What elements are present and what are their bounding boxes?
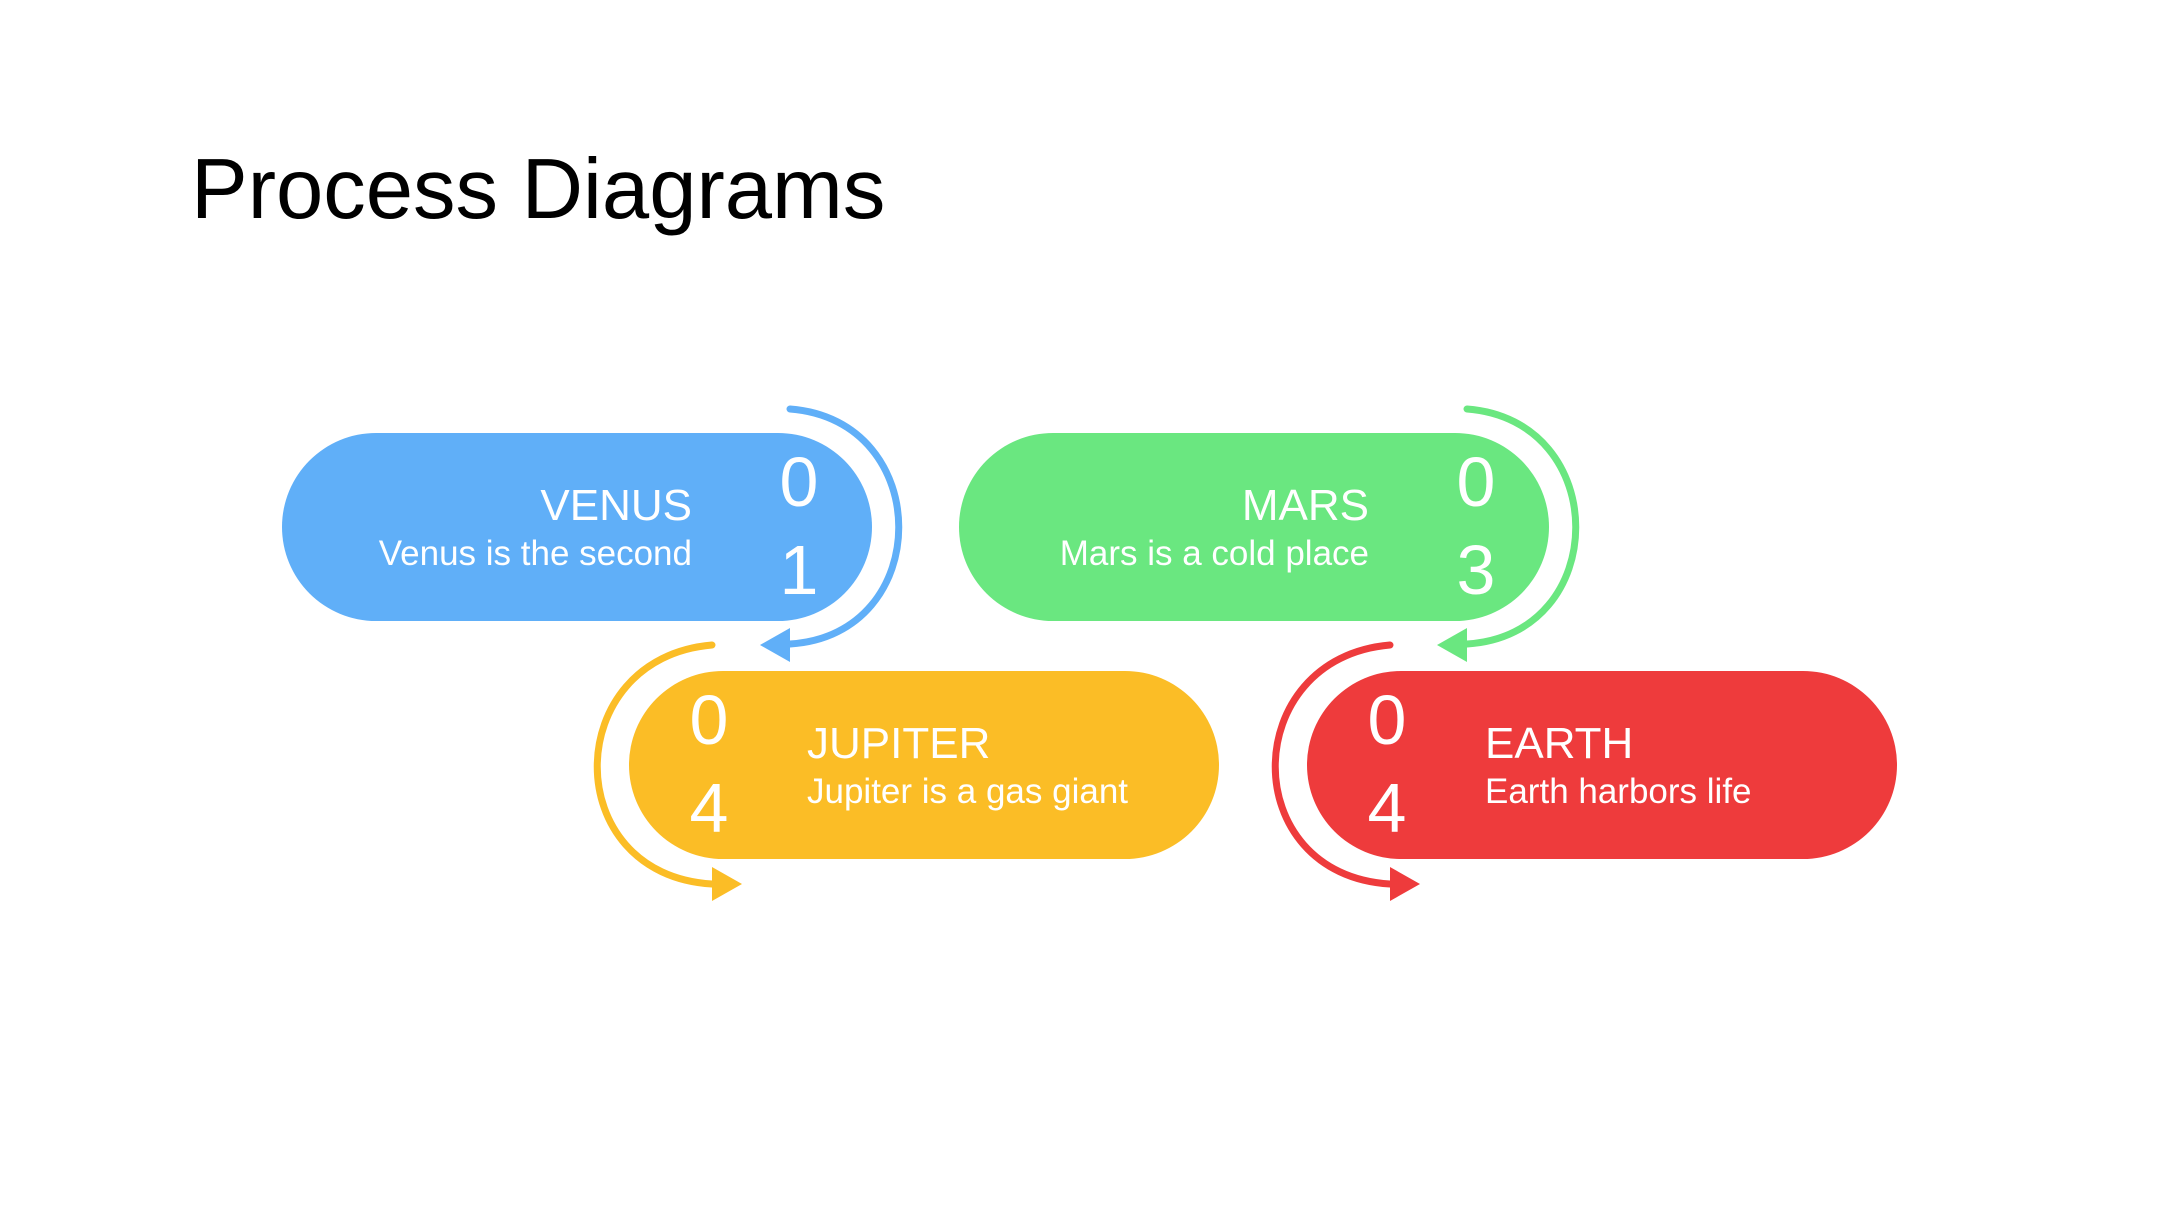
arrowhead-jupiter: [712, 867, 742, 901]
step-name: JUPITER: [807, 719, 991, 768]
step-venus: VENUS Venus is the second 0 1: [282, 433, 872, 621]
step-number: 0 3: [1456, 443, 1496, 609]
step-description: Jupiter is a gas giant: [807, 772, 1129, 811]
step-description: Earth harbors life: [1485, 772, 1752, 811]
slide-title: Process Diagrams: [191, 142, 886, 237]
step-name: VENUS: [540, 481, 692, 530]
step-name: EARTH: [1485, 719, 1634, 768]
step-jupiter: 0 4 JUPITER Jupiter is a gas giant: [629, 671, 1219, 859]
step-description: Mars is a cold place: [1059, 534, 1369, 573]
step-number: 0 4: [689, 681, 729, 847]
step-number: 0 4: [1367, 681, 1407, 847]
arrowhead-venus: [760, 628, 790, 662]
step-description: Venus is the second: [378, 534, 692, 573]
step-name: MARS: [1241, 481, 1369, 530]
step-number: 0 1: [779, 443, 819, 609]
step-earth: 0 4 EARTH Earth harbors life: [1307, 671, 1897, 859]
step-mars: MARS Mars is a cold place 0 3: [959, 433, 1549, 621]
arrowhead-mars: [1437, 628, 1467, 662]
arrowhead-earth: [1390, 867, 1420, 901]
